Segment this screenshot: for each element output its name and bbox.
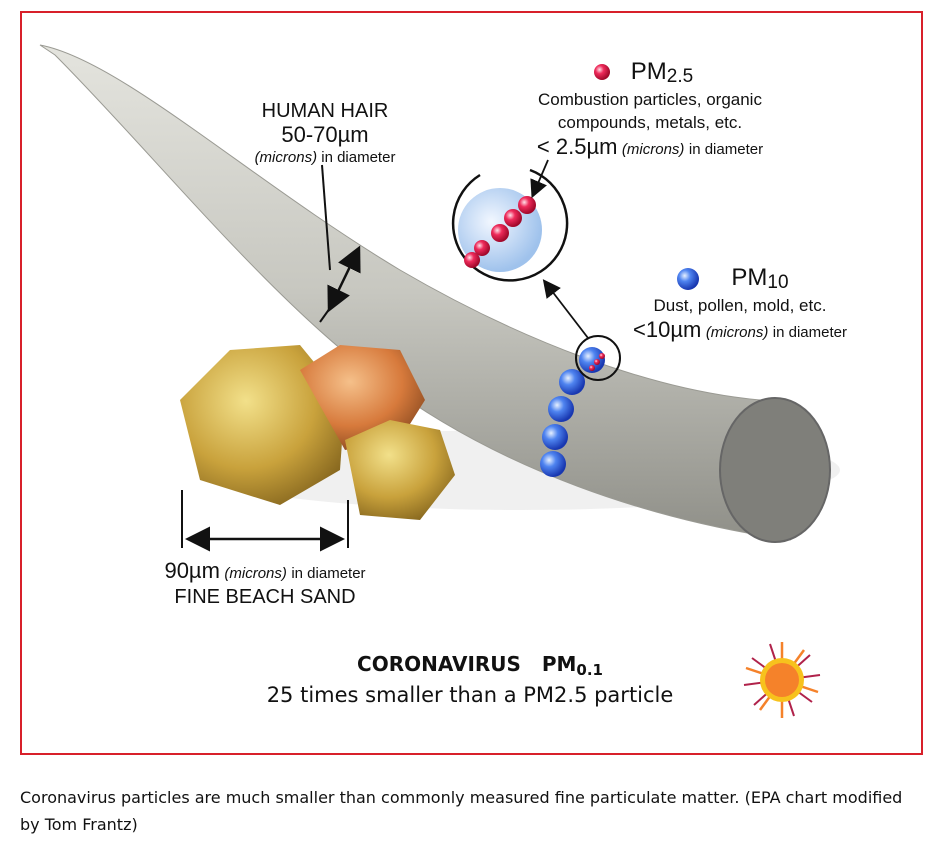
pm25-desc1: Combustion particles, organic bbox=[538, 90, 762, 109]
pm10-size: <10µm bbox=[633, 317, 702, 342]
hair-suffix: in diameter bbox=[321, 149, 396, 166]
sand-size: 90µm bbox=[164, 558, 220, 583]
pm25-label: PM2.5 Combustion particles, organic comp… bbox=[500, 58, 800, 160]
pm10-sub: 10 bbox=[767, 272, 789, 293]
sand-title: FINE BEACH SAND bbox=[174, 586, 356, 608]
pm10-suffix: in diameter bbox=[772, 324, 847, 341]
corona-sub: 0.1 bbox=[576, 661, 603, 679]
pm25-size: < 2.5µm bbox=[536, 134, 618, 159]
pm25-desc2: compounds, metals, etc. bbox=[557, 113, 743, 132]
pm25-dot-icon bbox=[594, 64, 610, 80]
pm25-suffix: in diameter bbox=[688, 141, 764, 158]
hair-size: 50-70µm bbox=[281, 122, 369, 147]
pm10-unit: (microns) bbox=[705, 324, 769, 341]
hair-title: HUMAN HAIR bbox=[261, 100, 389, 122]
pm25-unit: (microns) bbox=[621, 141, 685, 158]
sand-grain bbox=[345, 420, 455, 520]
figure-caption: Coronavirus particles are much smaller t… bbox=[20, 788, 903, 834]
pm10-label: PM10 Dust, pollen, mold, etc. <10µm (mic… bbox=[600, 264, 880, 343]
pm25-particles bbox=[464, 196, 536, 268]
zoom-circle-small bbox=[575, 335, 621, 381]
corona-title: CORONAVIRUS bbox=[357, 652, 521, 676]
sand-unit: (microns) bbox=[224, 565, 287, 582]
pm25-title: PM bbox=[630, 58, 667, 85]
hair-cross-section bbox=[719, 397, 831, 543]
pm10-desc1: Dust, pollen, mold, etc. bbox=[653, 296, 827, 315]
pm10-title: PM bbox=[731, 264, 768, 291]
pm25-sub: 2.5 bbox=[666, 66, 694, 87]
coronavirus-label: CORONAVIRUS PM0.1 25 times smaller than … bbox=[220, 652, 720, 707]
zoom-circle-large bbox=[451, 168, 569, 282]
sand-grain bbox=[180, 345, 345, 505]
pm10-dot-icon bbox=[677, 268, 699, 290]
pm10-particles bbox=[540, 347, 605, 477]
sand-label: 90µm (microns) in diameter FINE BEACH SA… bbox=[130, 558, 400, 609]
coronavirus-icon bbox=[743, 642, 821, 718]
hair-unit: (microns) bbox=[254, 149, 318, 166]
human-hair-label: HUMAN HAIR 50-70µm (microns) in diameter bbox=[240, 100, 410, 169]
diagram-frame bbox=[20, 11, 923, 755]
corona-pm: PM bbox=[541, 652, 577, 676]
corona-subtitle: 25 times smaller than a PM2.5 particle bbox=[266, 683, 674, 707]
sand-suffix: in diameter bbox=[291, 565, 366, 582]
